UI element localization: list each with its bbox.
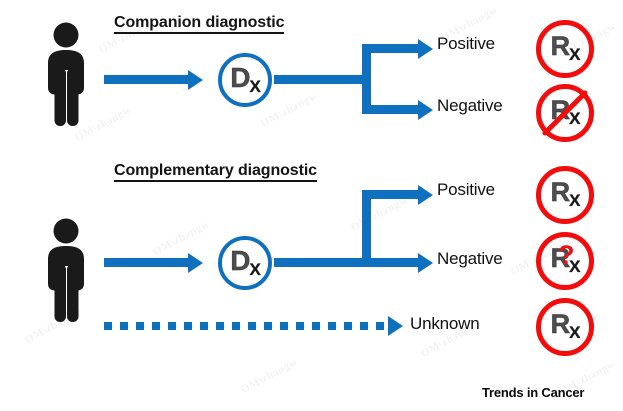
outcome-label-negative: Negative [437, 96, 503, 115]
outcome-label-negative: Negative [437, 249, 503, 268]
dx-circle-icon: DX [218, 53, 272, 107]
rx-badge-do-not-prescribe: RX [536, 84, 594, 142]
watermark: OM\zhangw [258, 90, 320, 130]
person-icon [32, 22, 100, 135]
branch-riser [362, 44, 371, 114]
rx-badge-prescribe: RX [536, 298, 594, 356]
branch-arrow-positive [418, 38, 433, 59]
branch-stem [274, 258, 362, 267]
rx-label: RX [550, 309, 580, 342]
dotted-path-unknown [104, 322, 386, 330]
section-title-complementary-text: Complementary diagnostic [114, 162, 317, 182]
section-title-complementary: Complementary diagnostic [114, 162, 317, 182]
section-title-companion-text: Companion diagnostic [114, 14, 285, 34]
dotted-arrow-head-unknown [388, 316, 403, 336]
dx-circle-icon: DX [218, 236, 272, 290]
flow-arrow-shaft [104, 75, 188, 84]
outcome-label-positive: Positive [437, 34, 495, 53]
branch-arm-positive [362, 190, 418, 199]
rx-label: RX [550, 31, 580, 64]
section-title-companion: Companion diagnostic [114, 14, 285, 34]
flow-arrow-shaft [104, 258, 188, 267]
branch-stem [274, 75, 362, 84]
branch-riser [362, 190, 371, 267]
branch-arm-positive [362, 44, 418, 53]
outcome-label-unknown: Unknown [410, 314, 480, 333]
rx-badge-uncertain: RX ? [536, 232, 594, 290]
flow-arrow-head [188, 69, 203, 90]
rx-label: RX [550, 95, 580, 128]
branch-arrow-negative [418, 99, 433, 120]
watermark: OM\zhangw [238, 356, 300, 396]
rx-badge-prescribe: RX [536, 20, 594, 78]
outcome-label-positive: Positive [437, 180, 495, 199]
journal-credit: Trends in Cancer [482, 385, 585, 400]
watermark: OM\zhangw [348, 194, 410, 234]
rx-label: RX [550, 177, 580, 210]
branch-arm-negative [362, 258, 418, 267]
person-icon [32, 218, 100, 331]
branch-arrow-negative [418, 252, 433, 273]
rx-label: RX [550, 243, 580, 276]
dx-label: DX [230, 61, 261, 96]
rx-badge-prescribe: RX [536, 166, 594, 224]
question-mark-icon: ? [558, 240, 575, 270]
dx-label: DX [230, 244, 261, 279]
branch-arrow-positive [418, 184, 433, 205]
branch-arm-negative [362, 105, 418, 114]
flow-arrow-head [188, 252, 203, 273]
